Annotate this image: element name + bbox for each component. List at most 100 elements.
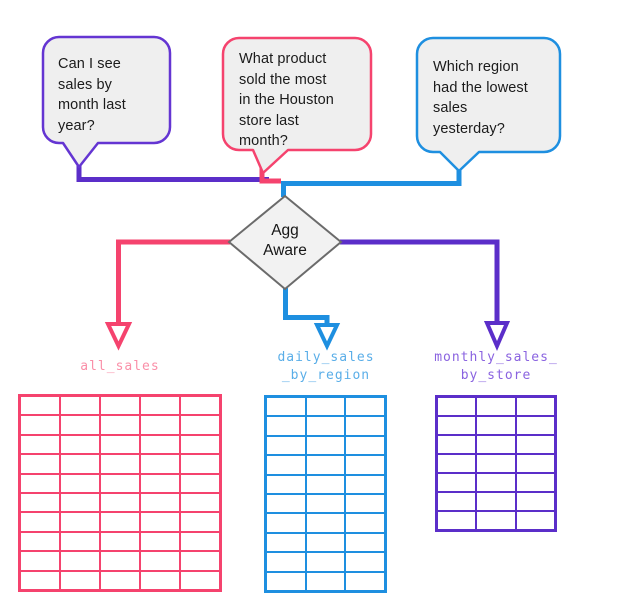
- arrowhead-daily-sales-icon: [313, 323, 341, 351]
- table-cell: [181, 532, 219, 551]
- table-cell: [438, 474, 476, 491]
- table-cell: [477, 493, 515, 510]
- table-cell: [141, 474, 179, 492]
- table-cell: [61, 513, 99, 531]
- table-cell: [61, 397, 99, 415]
- connector-blue-question: [281, 164, 462, 197]
- table-cell: [181, 455, 219, 473]
- decision-diamond: [227, 194, 343, 291]
- table-cell: [516, 474, 554, 491]
- table-cell: [101, 571, 139, 589]
- table-cell: [306, 398, 345, 416]
- table-cell: [346, 456, 384, 474]
- table-cell: [141, 571, 179, 589]
- table-cell: [346, 475, 384, 493]
- table-cell: [306, 572, 345, 590]
- table-cell: [516, 455, 554, 472]
- speech-bubble-blue: [415, 36, 562, 173]
- table-cell: [101, 416, 139, 434]
- table-cell: [21, 435, 59, 454]
- arrow-line-all-sales: [116, 239, 230, 325]
- table-cell: [306, 514, 345, 532]
- table-cell: [477, 512, 515, 529]
- table-cell: [21, 474, 59, 492]
- table-cell: [181, 552, 219, 570]
- table-cell: [306, 553, 345, 571]
- table-daily-sales-by-region: [264, 395, 387, 593]
- table-label-daily-sales-by-region: daily_sales _by_region: [277, 350, 375, 383]
- table-cell: [141, 552, 179, 570]
- question-text-sales-by-month: Can I see sales by month last year?: [58, 56, 126, 134]
- table-cell: [516, 512, 554, 529]
- table-cell: [141, 397, 179, 415]
- table-cell: [516, 398, 554, 415]
- table-cell: [438, 436, 476, 453]
- table-cell: [306, 475, 345, 493]
- table-cell: [267, 456, 305, 474]
- connector-purple-question: [76, 158, 269, 182]
- table-cell: [181, 416, 219, 434]
- table-cell: [346, 514, 384, 532]
- arrowhead-all-sales-icon: [104, 322, 133, 351]
- table-cell: [141, 493, 179, 512]
- table-cell: [346, 572, 384, 590]
- table-cell: [181, 493, 219, 512]
- table-cell: [267, 398, 305, 416]
- table-cell: [267, 572, 305, 590]
- table-cell: [477, 436, 515, 453]
- table-cell: [438, 417, 476, 434]
- table-cell: [477, 417, 515, 434]
- table-label-monthly-sales-by-store: monthly_sales_ by_store: [434, 350, 558, 383]
- table-cell: [61, 416, 99, 434]
- table-cell: [438, 512, 476, 529]
- table-cell: [516, 493, 554, 510]
- table-cell: [181, 397, 219, 415]
- speech-bubble-purple: [41, 35, 172, 169]
- table-cell: [61, 474, 99, 492]
- table-cell: [346, 494, 384, 513]
- arrowhead-monthly-sales-icon: [483, 321, 511, 352]
- table-cell: [101, 455, 139, 473]
- table-cell: [21, 416, 59, 434]
- table-cell: [21, 455, 59, 473]
- table-cell: [21, 552, 59, 570]
- table-cell: [101, 474, 139, 492]
- table-cell: [141, 513, 179, 531]
- table-cell: [267, 417, 305, 435]
- table-cell: [101, 493, 139, 512]
- table-cell: [438, 455, 476, 472]
- table-cell: [346, 533, 384, 552]
- table-cell: [21, 513, 59, 531]
- table-cell: [141, 435, 179, 454]
- table-cell: [306, 436, 345, 455]
- arrow-line-monthly-sales: [340, 239, 500, 324]
- table-cell: [477, 455, 515, 472]
- table-cell: [306, 417, 345, 435]
- decision-node-label: Agg Aware: [263, 222, 307, 259]
- table-cell: [101, 397, 139, 415]
- table-cell: [181, 474, 219, 492]
- table-all-sales: [18, 394, 222, 592]
- table-cell: [267, 494, 305, 513]
- table-cell: [21, 571, 59, 589]
- question-text-lowest-region: Which region had the lowest sales yester…: [433, 59, 528, 137]
- table-monthly-sales-by-store: [435, 395, 557, 532]
- table-cell: [346, 553, 384, 571]
- table-cell: [101, 435, 139, 454]
- table-cell: [61, 571, 99, 589]
- table-cell: [346, 398, 384, 416]
- table-cell: [346, 417, 384, 435]
- table-cell: [141, 455, 179, 473]
- table-cell: [306, 456, 345, 474]
- table-cell: [516, 436, 554, 453]
- table-cell: [101, 552, 139, 570]
- table-cell: [61, 532, 99, 551]
- table-cell: [61, 455, 99, 473]
- table-cell: [346, 436, 384, 455]
- table-cell: [61, 552, 99, 570]
- table-cell: [477, 398, 515, 415]
- table-cell: [516, 417, 554, 434]
- table-cell: [61, 493, 99, 512]
- table-cell: [101, 532, 139, 551]
